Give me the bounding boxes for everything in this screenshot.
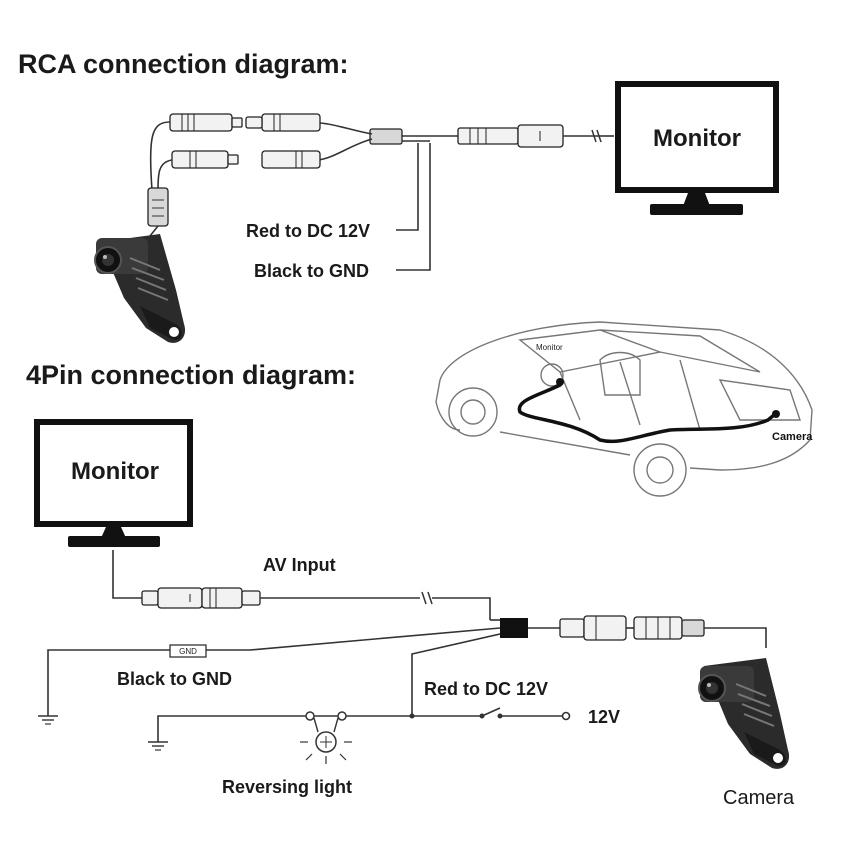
pin4-monitor-label: Monitor (71, 458, 159, 485)
pin4-red-wire (411, 633, 501, 716)
rca-red-lead (396, 143, 419, 231)
rca-split-block (369, 128, 403, 145)
pin4-monitor: Monitor (34, 419, 193, 547)
rca-cable-boot (147, 187, 169, 227)
pin4-av-female (157, 587, 203, 609)
rca-title: RCA connection diagram: (18, 49, 349, 79)
rca-monitor-label: Monitor (653, 125, 741, 152)
pin4-12v-label: 12V (588, 707, 620, 727)
rca-camera (94, 234, 186, 343)
pin4-gnd-tag (169, 644, 207, 658)
car-monitor-label: Monitor (536, 343, 563, 352)
rca-monitor: Monitor (615, 81, 779, 215)
pin4-red-label: Red to DC 12V (424, 679, 548, 699)
car-camera-label: Camera (772, 431, 813, 443)
pin4-camera-label: Camera (723, 787, 795, 809)
rca-black-lead (396, 143, 431, 271)
rca-inline-connector (457, 127, 519, 145)
rca-black-label: Black to GND (254, 261, 369, 281)
pin4-female-connector (583, 615, 627, 641)
rca-harness: Red to DC 12V Black to GND (147, 113, 614, 281)
rca-dc-female (261, 150, 321, 169)
car-front-wheel (448, 387, 498, 437)
pin4-gnd-wire (47, 627, 501, 716)
pin4-av-input-label: AV Input (263, 555, 336, 575)
rca-red-label: Red to DC 12V (246, 221, 370, 241)
rca-video-male (169, 113, 233, 132)
pin4-av-male (201, 587, 243, 609)
pin4-title: 4Pin connection diagram: (26, 360, 356, 390)
pin4-camera (698, 658, 790, 769)
pin4-harness: GND AV Input (38, 550, 767, 797)
pin4-reversing-label: Reversing light (222, 777, 352, 797)
car-routed-cable (517, 383, 776, 444)
pin4-black-label: Black to GND (117, 669, 232, 689)
pin4-junction (500, 618, 528, 638)
car-illustration: Monitor Camera (435, 321, 813, 497)
rca-video-female (261, 113, 321, 132)
car-rear-wheel (633, 443, 687, 497)
reversing-light-icon (300, 711, 352, 764)
rca-dc-male (171, 150, 229, 169)
pin4-gnd-tag-text: GND (179, 647, 197, 656)
